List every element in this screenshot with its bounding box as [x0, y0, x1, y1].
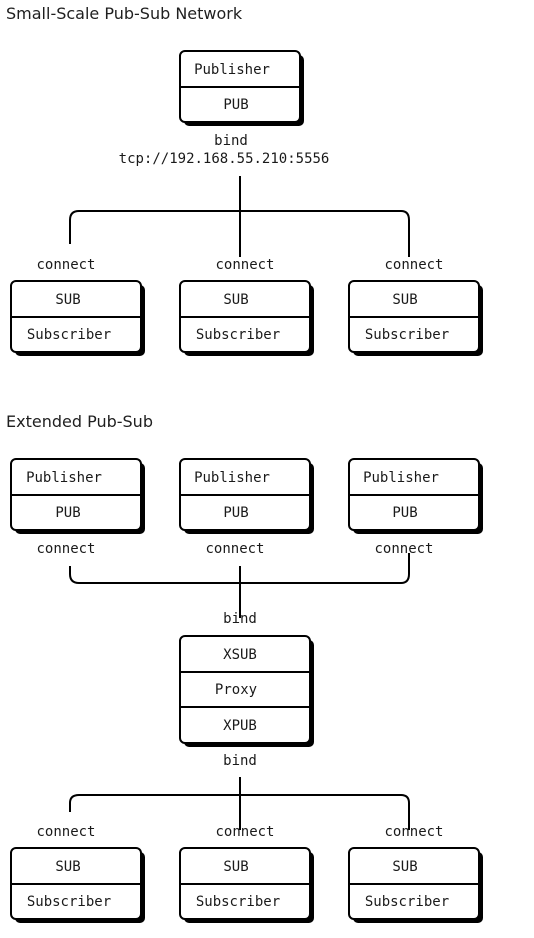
connect-label: connect — [374, 541, 433, 557]
publisher-label: Publisher — [194, 62, 270, 78]
pub-socket-label: PUB — [223, 97, 248, 113]
sub-socket-label: SUB — [55, 292, 80, 308]
pub-socket-label: PUB — [55, 505, 80, 521]
subscriber-node: SUB Subscriber — [10, 280, 145, 356]
subscriber-label: Subscriber — [196, 894, 280, 910]
xsub-socket-label: XSUB — [223, 647, 257, 663]
connector-lines — [69, 553, 410, 618]
connect-label: connect — [36, 541, 95, 557]
subscriber-node: SUB Subscriber — [348, 847, 483, 923]
publisher-node: Publisher PUB — [179, 458, 314, 534]
connect-label: connect — [384, 824, 443, 840]
bind-label: bind — [223, 753, 257, 769]
sub-socket-label: SUB — [392, 859, 417, 875]
publisher-node: Publisher PUB — [10, 458, 145, 534]
proxy-label: Proxy — [215, 682, 257, 698]
publisher-label: Publisher — [194, 470, 270, 486]
publisher-node: Publisher PUB — [348, 458, 483, 534]
section-title-extended: Extended Pub-Sub — [6, 412, 153, 431]
subscriber-label: Subscriber — [27, 894, 111, 910]
subscriber-label: Subscriber — [365, 894, 449, 910]
subscriber-label: Subscriber — [196, 327, 280, 343]
sub-socket-label: SUB — [223, 292, 248, 308]
pub-socket-label: PUB — [223, 505, 248, 521]
bind-label: bind — [223, 611, 257, 627]
connect-label: connect — [215, 824, 274, 840]
xpub-socket-label: XPUB — [223, 718, 257, 734]
publisher-node: Publisher PUB — [179, 50, 304, 126]
connector-lines — [69, 176, 410, 257]
publisher-label: Publisher — [26, 470, 102, 486]
sub-socket-label: SUB — [55, 859, 80, 875]
subscriber-node: SUB Subscriber — [179, 847, 314, 923]
publisher-label: Publisher — [363, 470, 439, 486]
subscriber-node: SUB Subscriber — [348, 280, 483, 356]
subscriber-label: Subscriber — [27, 327, 111, 343]
connect-label: connect — [215, 257, 274, 273]
connect-label: connect — [36, 257, 95, 273]
connect-label: connect — [36, 824, 95, 840]
pub-socket-label: PUB — [392, 505, 417, 521]
bind-label: bind — [214, 133, 248, 149]
connect-label: connect — [384, 257, 443, 273]
sub-socket-label: SUB — [392, 292, 417, 308]
section-title-small-scale: Small-Scale Pub-Sub Network — [6, 4, 243, 23]
proxy-node: XSUB Proxy XPUB — [179, 635, 314, 747]
connect-label: connect — [205, 541, 264, 557]
sub-socket-label: SUB — [223, 859, 248, 875]
bind-address: tcp://192.168.55.210:5556 — [119, 151, 330, 167]
subscriber-node: SUB Subscriber — [179, 280, 314, 356]
connector-lines — [69, 777, 410, 830]
subscriber-label: Subscriber — [365, 327, 449, 343]
subscriber-node: SUB Subscriber — [10, 847, 145, 923]
